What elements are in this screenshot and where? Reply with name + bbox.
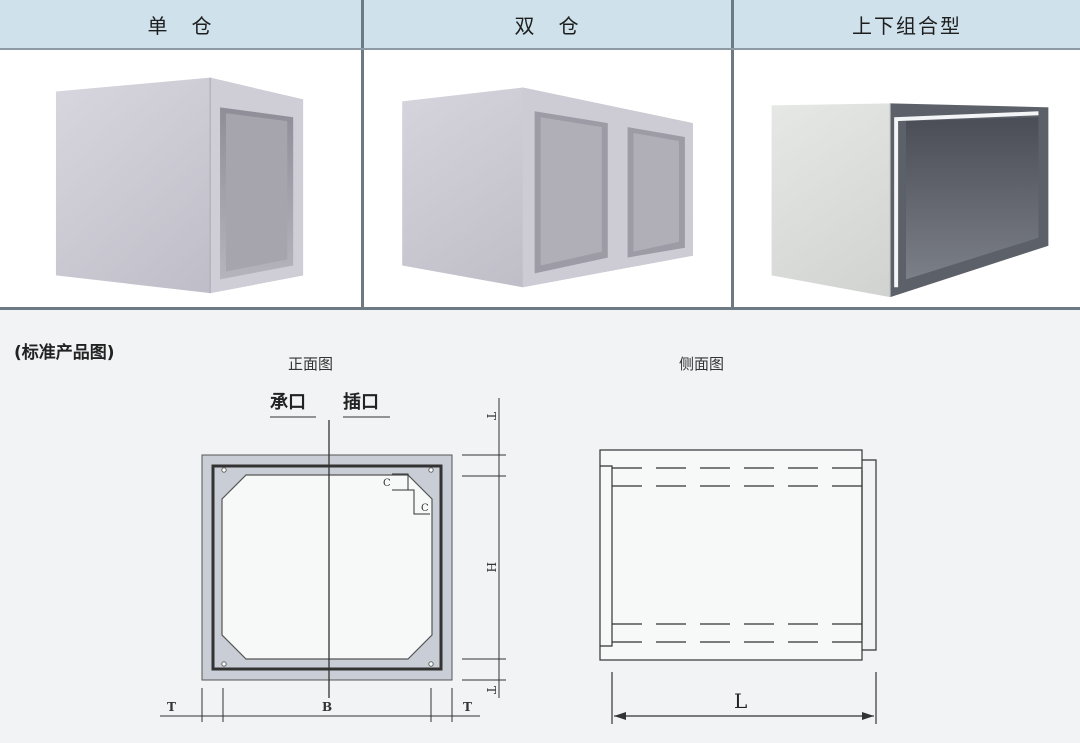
corner-marker — [221, 467, 227, 473]
header-combined-type: 上下组合型 — [734, 0, 1080, 48]
dim-H: H — [484, 562, 498, 572]
photo-single-cell — [0, 50, 364, 307]
photo-double-cell — [364, 50, 734, 307]
double-box-culvert-image — [402, 87, 693, 288]
standard-drawing: C C 承口 插口 T H T T B T — [160, 391, 877, 724]
side-view-drawing — [599, 449, 877, 724]
corner-marker — [428, 661, 434, 667]
corner-marker — [428, 467, 434, 473]
dim-T-right: T — [463, 700, 472, 714]
header-single-cell: 单 仓 — [0, 0, 364, 48]
dim-B: B — [322, 700, 332, 714]
photo-combined-cell — [734, 50, 1080, 307]
spigot-label: 插口 — [343, 391, 379, 413]
dim-L: L — [734, 689, 747, 713]
dim-T-left: T — [167, 700, 176, 714]
photo-row — [0, 48, 1080, 310]
front-view-label: 正面图 — [288, 355, 334, 373]
dim-C-label: C — [383, 478, 391, 489]
header-row: 单 仓 双 仓 上下组合型 — [0, 0, 1080, 48]
front-view-drawing: C C 承口 插口 T H T T B T — [160, 391, 506, 722]
socket-label: 承口 — [270, 392, 306, 413]
front-reinforcement — [211, 464, 443, 671]
header-double-cell: 双 仓 — [364, 0, 734, 48]
side-body — [599, 449, 863, 661]
dim-T-bottom: T — [484, 686, 498, 694]
front-inner-opening — [221, 474, 433, 660]
corner-marker — [221, 661, 227, 667]
single-box-culvert-image — [55, 77, 304, 294]
dim-T-top: T — [484, 412, 498, 420]
side-view-label: 侧面图 — [679, 355, 725, 373]
standard-drawing-title: (标准产品图) — [14, 343, 115, 363]
dim-C-label: C — [421, 503, 429, 514]
combined-box-culvert-image — [771, 103, 1049, 298]
